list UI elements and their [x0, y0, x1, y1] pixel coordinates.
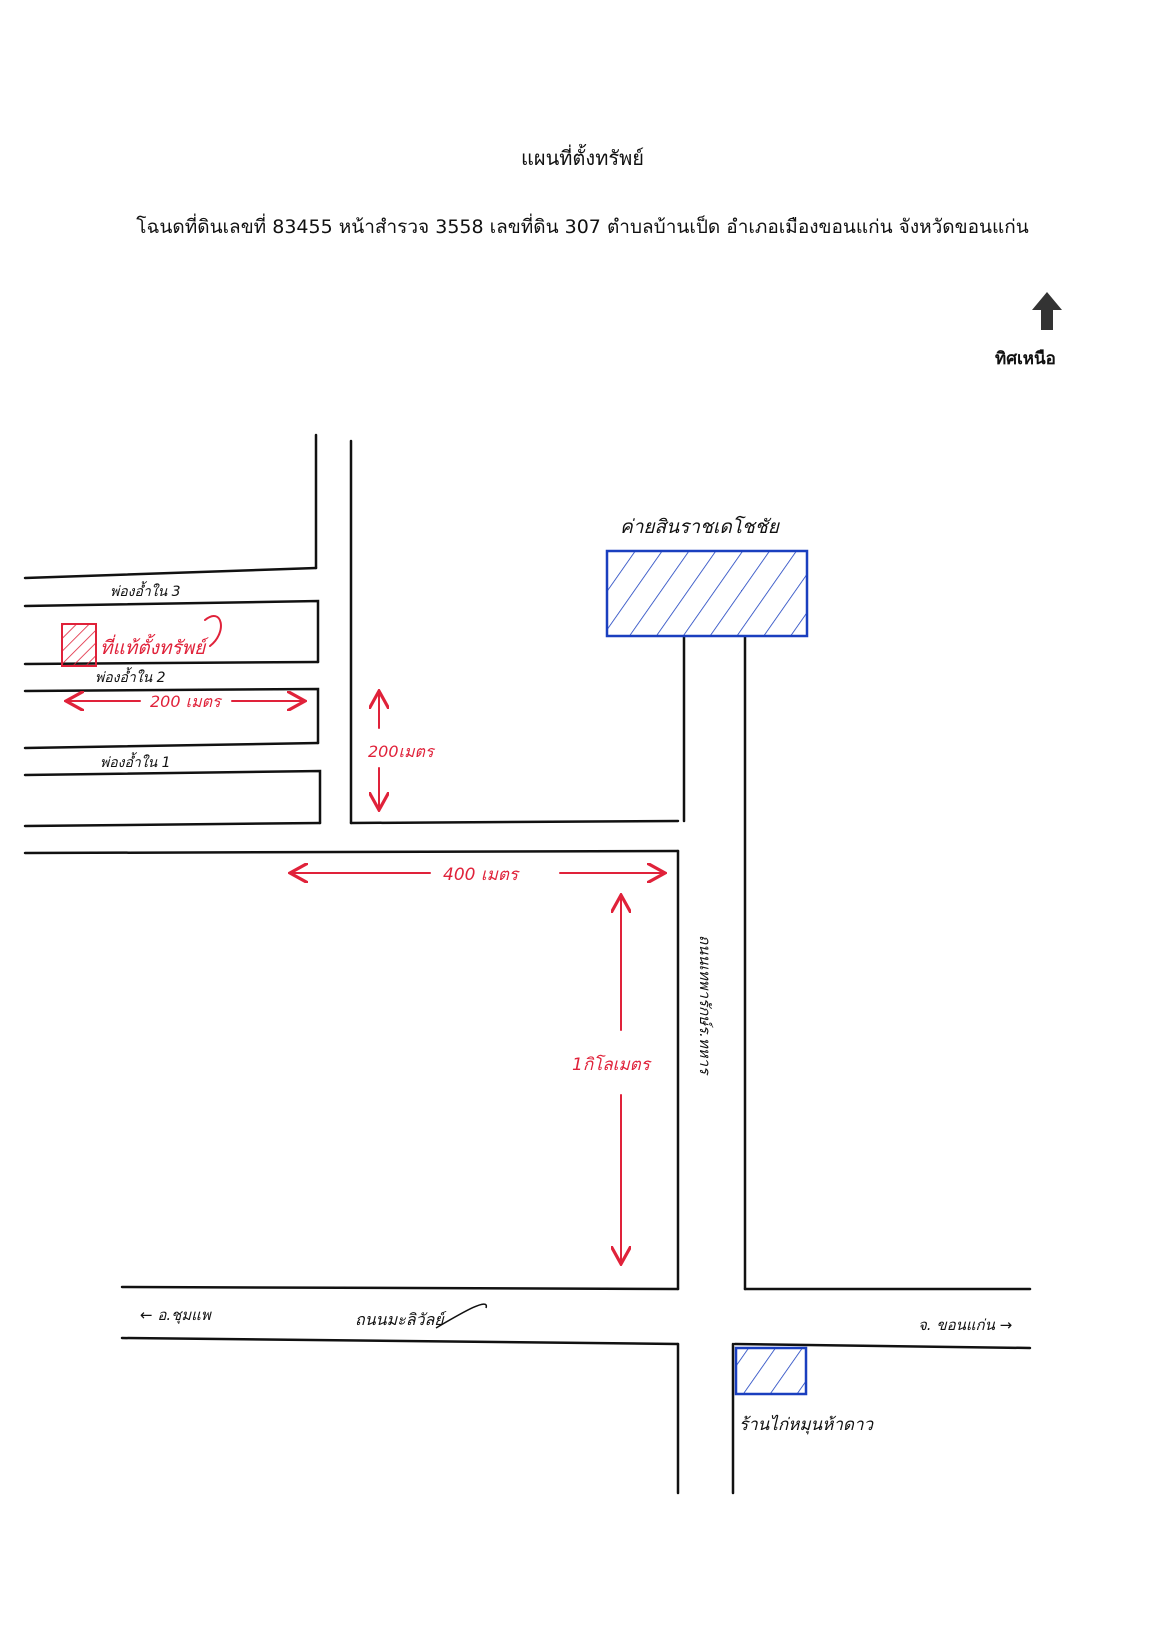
landmark-shop-bottom: ร้านไก่หมุนห้าดาว [734, 1346, 875, 1435]
landmark-top-label: ค่ายสินราชเดโชชัย [620, 515, 781, 538]
deed-info: โฉนดที่ดินเลขที่ 83455 หน้าสำรวจ 3558 เล… [136, 216, 1029, 238]
main-road-label: ถนนเทพารักษ์ร.ทหาร [696, 935, 714, 1076]
svg-text:200 เมตร: 200 เมตร [150, 692, 223, 711]
property-label: ที่แท้ตั้งทรัพย์ [100, 633, 209, 659]
big-road-label: ถนนมะลิวัลย์ [355, 1310, 447, 1329]
direction-east-label: จ. ขอนแก่น → [918, 1316, 1012, 1334]
direction-west-label: ← อ.ชุมแพ [140, 1306, 212, 1324]
north-label: ทิศเหนือ [995, 349, 1056, 369]
north-arrow-icon [1032, 292, 1062, 330]
landmark-building-top: ค่ายสินราชเดโชชัย [605, 515, 809, 638]
svg-text:200เมตร: 200เมตร [368, 742, 436, 761]
distance-1km: 1กิโลเมตร [572, 897, 652, 1262]
road-labels-south: ← อ.ชุมแพ ถนนมะลิวัลย์ จ. ขอนแก่น → [140, 1303, 1012, 1334]
landmark-bottom-label: ร้านไก่หมุนห้าดาว [739, 1414, 875, 1435]
distance-400m: 400 เมตร [292, 865, 663, 885]
property-marker: ที่แท้ตั้งทรัพย์ [61, 615, 222, 667]
road-network [23, 433, 1032, 1495]
soi-3-label: พ่องอ้ำใน 3 [110, 581, 181, 600]
soi-1-label: พ่องอ้ำใน 1 [100, 752, 171, 771]
distance-200m-horizontal: 200 เมตร [68, 692, 303, 711]
soi-2-label: พ่องอ้ำใน 2 [95, 667, 166, 686]
page-title: แผนที่ตั้งทรัพย์ [520, 146, 645, 170]
distance-200m-vertical: 200เมตร [368, 693, 436, 808]
svg-text:1กิโลเมตร: 1กิโลเมตร [572, 1054, 652, 1075]
svg-text:400 เมตร: 400 เมตร [443, 865, 520, 885]
